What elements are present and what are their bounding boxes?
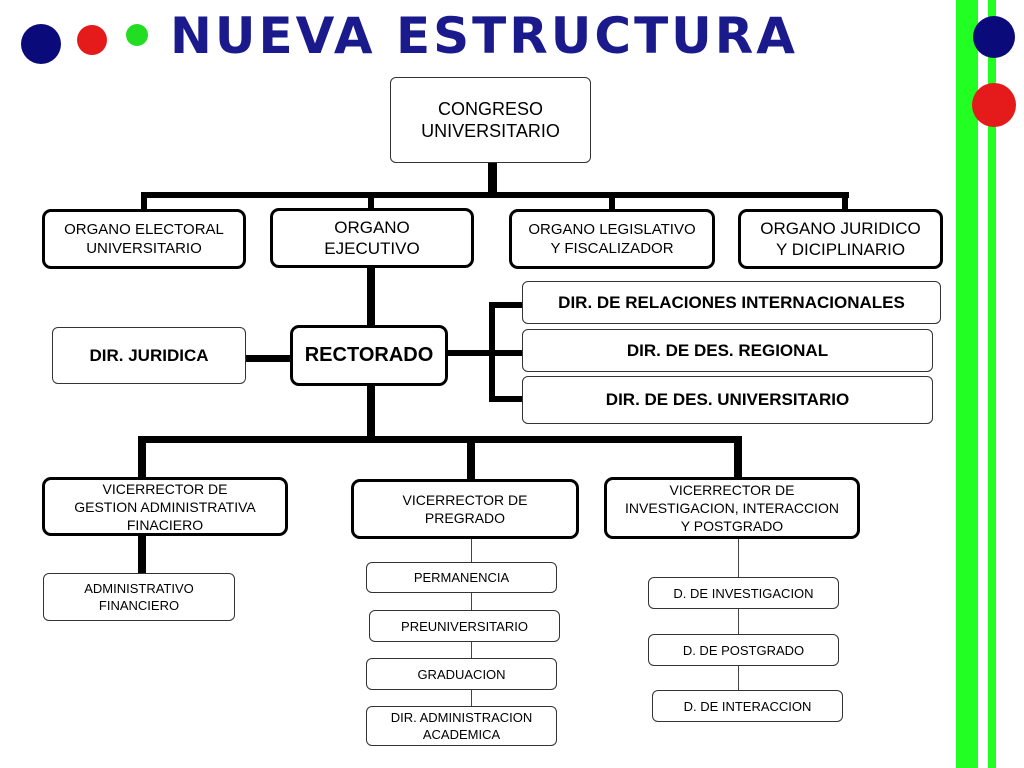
node-organo-electoral-label: ORGANO ELECTORAL UNIVERSITARIO xyxy=(64,221,224,257)
connector-dir-des-univ xyxy=(489,396,523,402)
blue-dot-right xyxy=(973,16,1015,58)
node-vicerrector-admin: VICERRECTOR DE GESTION ADMINISTRATIVA FI… xyxy=(42,477,288,536)
node-dir-administracion-academica: DIR. ADMINISTRACION ACADEMICA xyxy=(366,706,557,746)
node-congreso: CONGRESO UNIVERSITARIO xyxy=(390,77,591,163)
node-vicerrector-pregrado: VICERRECTOR DE PREGRADO xyxy=(351,479,579,539)
node-dir-juridica: DIR. JURIDICA xyxy=(52,327,246,384)
connector-juridico xyxy=(842,192,848,210)
node-d-postgrado: D. DE POSTGRADO xyxy=(648,634,839,666)
node-organo-juridico: ORGANO JURIDICO Y DICIPLINARIO xyxy=(738,209,943,269)
connector-vic-invest xyxy=(734,436,742,478)
connector-invest-chain xyxy=(738,537,739,692)
node-dir-des-reg-label: DIR. DE DES. REGIONAL xyxy=(626,340,829,360)
node-dir-juridica-label: DIR. JURIDICA xyxy=(89,345,209,365)
connector-vicerrectores-bar xyxy=(138,436,742,443)
node-organo-legislativo: ORGANO LEGISLATIVO Y FISCALIZADOR xyxy=(509,209,715,269)
connector-congreso-down xyxy=(488,162,497,196)
node-dir-des-univ-label: DIR. DE DES. UNIVERSITARIO xyxy=(605,390,850,409)
node-organo-juridico-label: ORGANO JURIDICO Y DICIPLINARIO xyxy=(760,219,921,259)
connector-vic-pregrado xyxy=(467,436,475,480)
node-graduacion: GRADUACION xyxy=(366,658,557,690)
node-rectorado: RECTORADO xyxy=(290,325,448,386)
node-graduacion-label: GRADUACION xyxy=(417,666,506,682)
blue-dot-left xyxy=(21,24,61,64)
node-dir-des-universitario: DIR. DE DES. UNIVERSITARIO xyxy=(522,376,933,424)
node-organo-ejecutivo-label: ORGANO EJECUTIVO xyxy=(324,218,420,258)
connector-rectorado-down xyxy=(367,384,375,440)
node-preuniversitario: PREUNIVERSITARIO xyxy=(369,610,560,642)
node-rectorado-label: RECTORADO xyxy=(304,344,434,366)
node-permanencia-label: PERMANENCIA xyxy=(413,570,510,585)
connector-ejecutivo xyxy=(368,192,374,210)
node-organo-electoral: ORGANO ELECTORAL UNIVERSITARIO xyxy=(42,209,246,269)
node-permanencia: PERMANENCIA xyxy=(366,562,557,593)
connector-dirs-vertical xyxy=(489,302,495,402)
node-dir-rel-int-label: DIR. DE RELACIONES INTERNACIONALES xyxy=(558,292,905,312)
node-admin-fin-label: ADMINISTRATIVO FINANCIERO xyxy=(84,581,194,613)
connector-dir-rel-int xyxy=(489,302,523,308)
node-d-postgrado-label: D. DE POSTGRADO xyxy=(682,642,805,658)
green-stripe-narrow xyxy=(988,0,996,768)
green-stripe-wide xyxy=(956,0,978,768)
node-organo-legislativo-label: ORGANO LEGISLATIVO Y FISCALIZADOR xyxy=(528,221,696,257)
node-vic-invest-label: VICERRECTOR DE INVESTIGACION, INTERACCIO… xyxy=(625,482,839,534)
connector-ejecutivo-rectorado xyxy=(367,266,375,328)
node-dir-des-regional: DIR. DE DES. REGIONAL xyxy=(522,329,933,372)
red-dot-left xyxy=(77,25,107,55)
node-d-invest-label: D. DE INVESTIGACION xyxy=(673,585,814,601)
node-administrativo-financiero: ADMINISTRATIVO FINANCIERO xyxy=(43,573,235,621)
connector-organos-bar xyxy=(141,192,849,198)
node-vic-pregrado-label: VICERRECTOR DE PREGRADO xyxy=(402,492,528,526)
connector-electoral xyxy=(141,192,147,210)
node-preuniversitario-label: PREUNIVERSITARIO xyxy=(401,618,528,634)
node-organo-ejecutivo: ORGANO EJECUTIVO xyxy=(270,208,474,268)
connector-rectorado-right xyxy=(446,350,524,356)
connector-legislativo xyxy=(609,192,615,210)
node-dir-relaciones-internacionales: DIR. DE RELACIONES INTERNACIONALES xyxy=(522,281,941,324)
node-vic-admin-label: VICERRECTOR DE GESTION ADMINISTRATIVA FI… xyxy=(74,480,256,533)
connector-admin-fin xyxy=(138,532,146,574)
node-d-interaccion-label: D. DE INTERACCION xyxy=(683,698,812,714)
node-vicerrector-investigacion: VICERRECTOR DE INVESTIGACION, INTERACCIO… xyxy=(604,477,860,539)
green-dot-left xyxy=(126,24,148,46)
node-d-investigacion: D. DE INVESTIGACION xyxy=(648,577,839,609)
red-dot-right xyxy=(972,83,1016,127)
node-d-interaccion: D. DE INTERACCION xyxy=(652,690,843,722)
node-dir-admin-acad-label: DIR. ADMINISTRACION ACADEMICA xyxy=(390,710,533,742)
connector-dir-juridica xyxy=(245,355,291,362)
connector-vic-admin xyxy=(138,436,146,478)
node-congreso-label: CONGRESO UNIVERSITARIO xyxy=(421,99,560,141)
page-title: NUEVA ESTRUCTURA xyxy=(170,7,798,65)
